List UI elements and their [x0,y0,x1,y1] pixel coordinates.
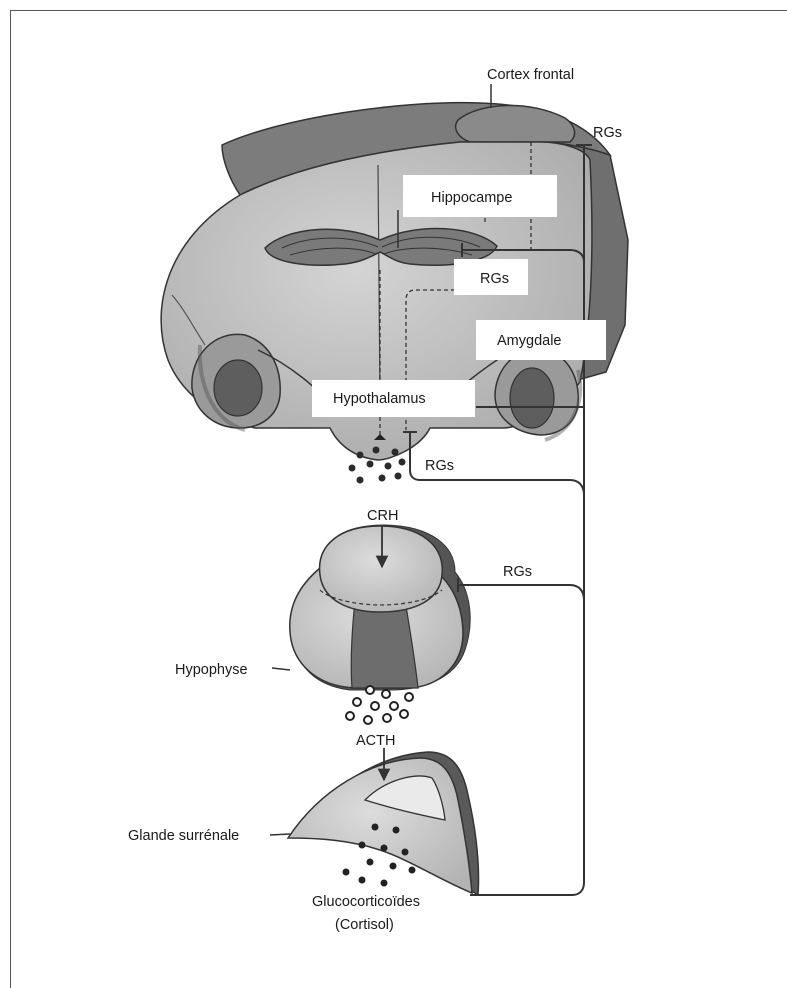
label-hypophyse: Hypophyse [175,662,248,678]
label-amygdale: Amygdale [476,320,606,360]
label-amygdale-text: Amygdale [497,333,561,349]
label-rgs-pituitary-text: RGs [503,564,532,580]
label-rgs-pituitary: RGs [503,564,532,580]
adrenal-body [288,758,472,893]
label-gluco-line1: Glucocorticoïdes [312,894,420,910]
label-cortex-frontal-text: Cortex frontal [487,67,574,83]
left-amygdala [214,360,262,416]
label-cortex-frontal: Cortex frontal [487,67,574,83]
label-hypothalamus-text: Hypothalamus [333,391,426,407]
label-rgs-mid: RGs [454,259,528,295]
label-glande: Glande surrénale [128,828,239,844]
pituitary [290,525,470,690]
label-crh: CRH [367,508,398,524]
label-glucocorticoides: Glucocorticoïdes (Cortisol) [312,894,420,933]
label-rgs-top-text: RGs [593,125,622,141]
cortex-frontal-bump [456,105,575,142]
feedback-pituitary-branch [458,585,584,600]
label-hypophyse-text: Hypophyse [175,662,248,678]
label-hippocampe-text: Hippocampe [431,190,512,206]
leader-hypophyse [272,668,290,670]
label-crh-text: CRH [367,508,398,524]
acth-granules [346,686,413,724]
label-acth: ACTH [356,733,395,749]
label-hypothalamus: Hypothalamus [312,380,475,417]
label-rgs-top: RGs [593,125,622,141]
label-acth-text: ACTH [356,733,395,749]
right-amygdala [510,368,554,428]
label-gluco-line2: (Cortisol) [335,917,394,933]
label-hippocampe: Hippocampe [403,175,557,217]
label-rgs-mid-text: RGs [480,271,509,287]
label-rgs-hypo-text: RGs [425,458,454,474]
label-glande-text: Glande surrénale [128,828,239,844]
leader-glande [270,834,290,835]
label-rgs-hypo: RGs [425,458,454,474]
